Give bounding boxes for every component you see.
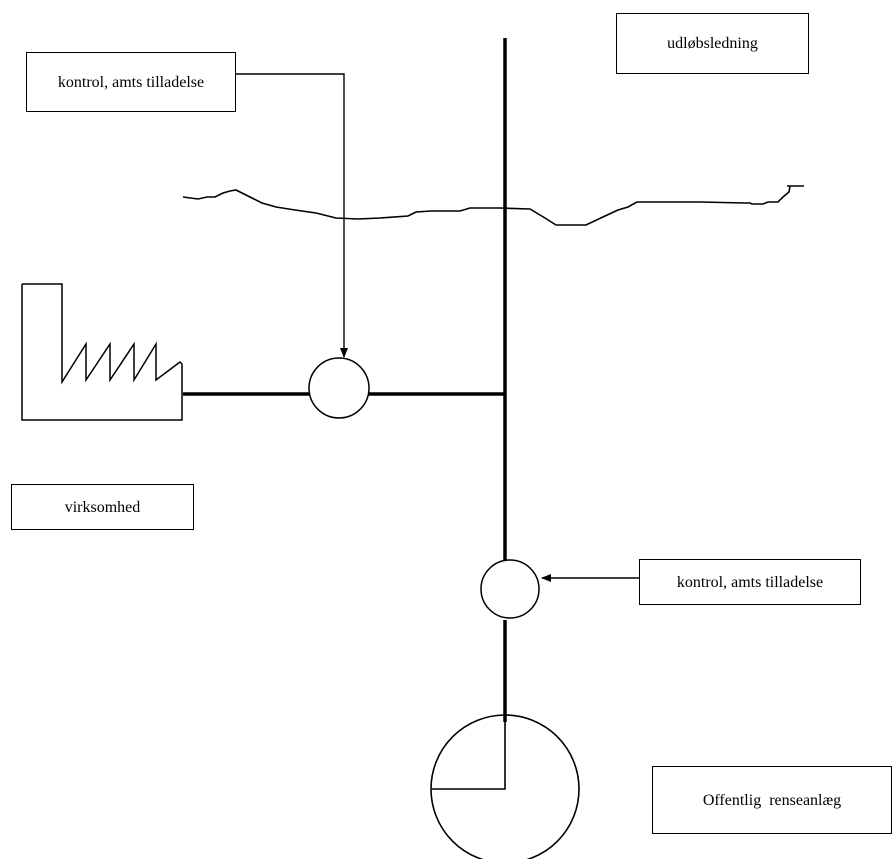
treatment-plant-inlet [432, 720, 506, 790]
outlet-label-box: udløbsledning [616, 13, 809, 74]
company-label: virksomhed [64, 498, 141, 516]
control-top-label-box: kontrol, amts tilladelse [26, 52, 236, 112]
factory-icon [21, 283, 183, 421]
ground-line [182, 185, 791, 226]
outlet-label: udløbsledning [667, 35, 758, 52]
control-top-arrow [236, 73, 348, 358]
treatment-plant-label-box: Offentlig renseanlæg [652, 766, 892, 834]
control-top-label: kontrol, amts tilladelse [57, 73, 205, 91]
treatment-plant-icon [430, 714, 580, 859]
control-point-branch [308, 357, 370, 419]
control-right-label-box: kontrol, amts tilladelse [639, 559, 861, 605]
control-point-main [480, 559, 540, 619]
treatment-plant-label: Offentlig renseanlæg [702, 791, 842, 809]
control-right-label: kontrol, amts tilladelse [676, 573, 824, 591]
company-label-box: virksomhed [11, 484, 194, 530]
